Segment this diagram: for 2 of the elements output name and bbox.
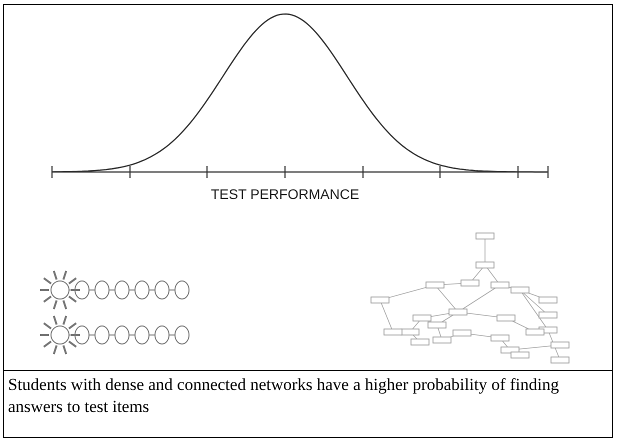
caption: Students with dense and connected networks have a higher probability of finding answers to test items: [8, 374, 560, 418]
axis-label: TEST PERFORMANCE: [210, 186, 360, 202]
